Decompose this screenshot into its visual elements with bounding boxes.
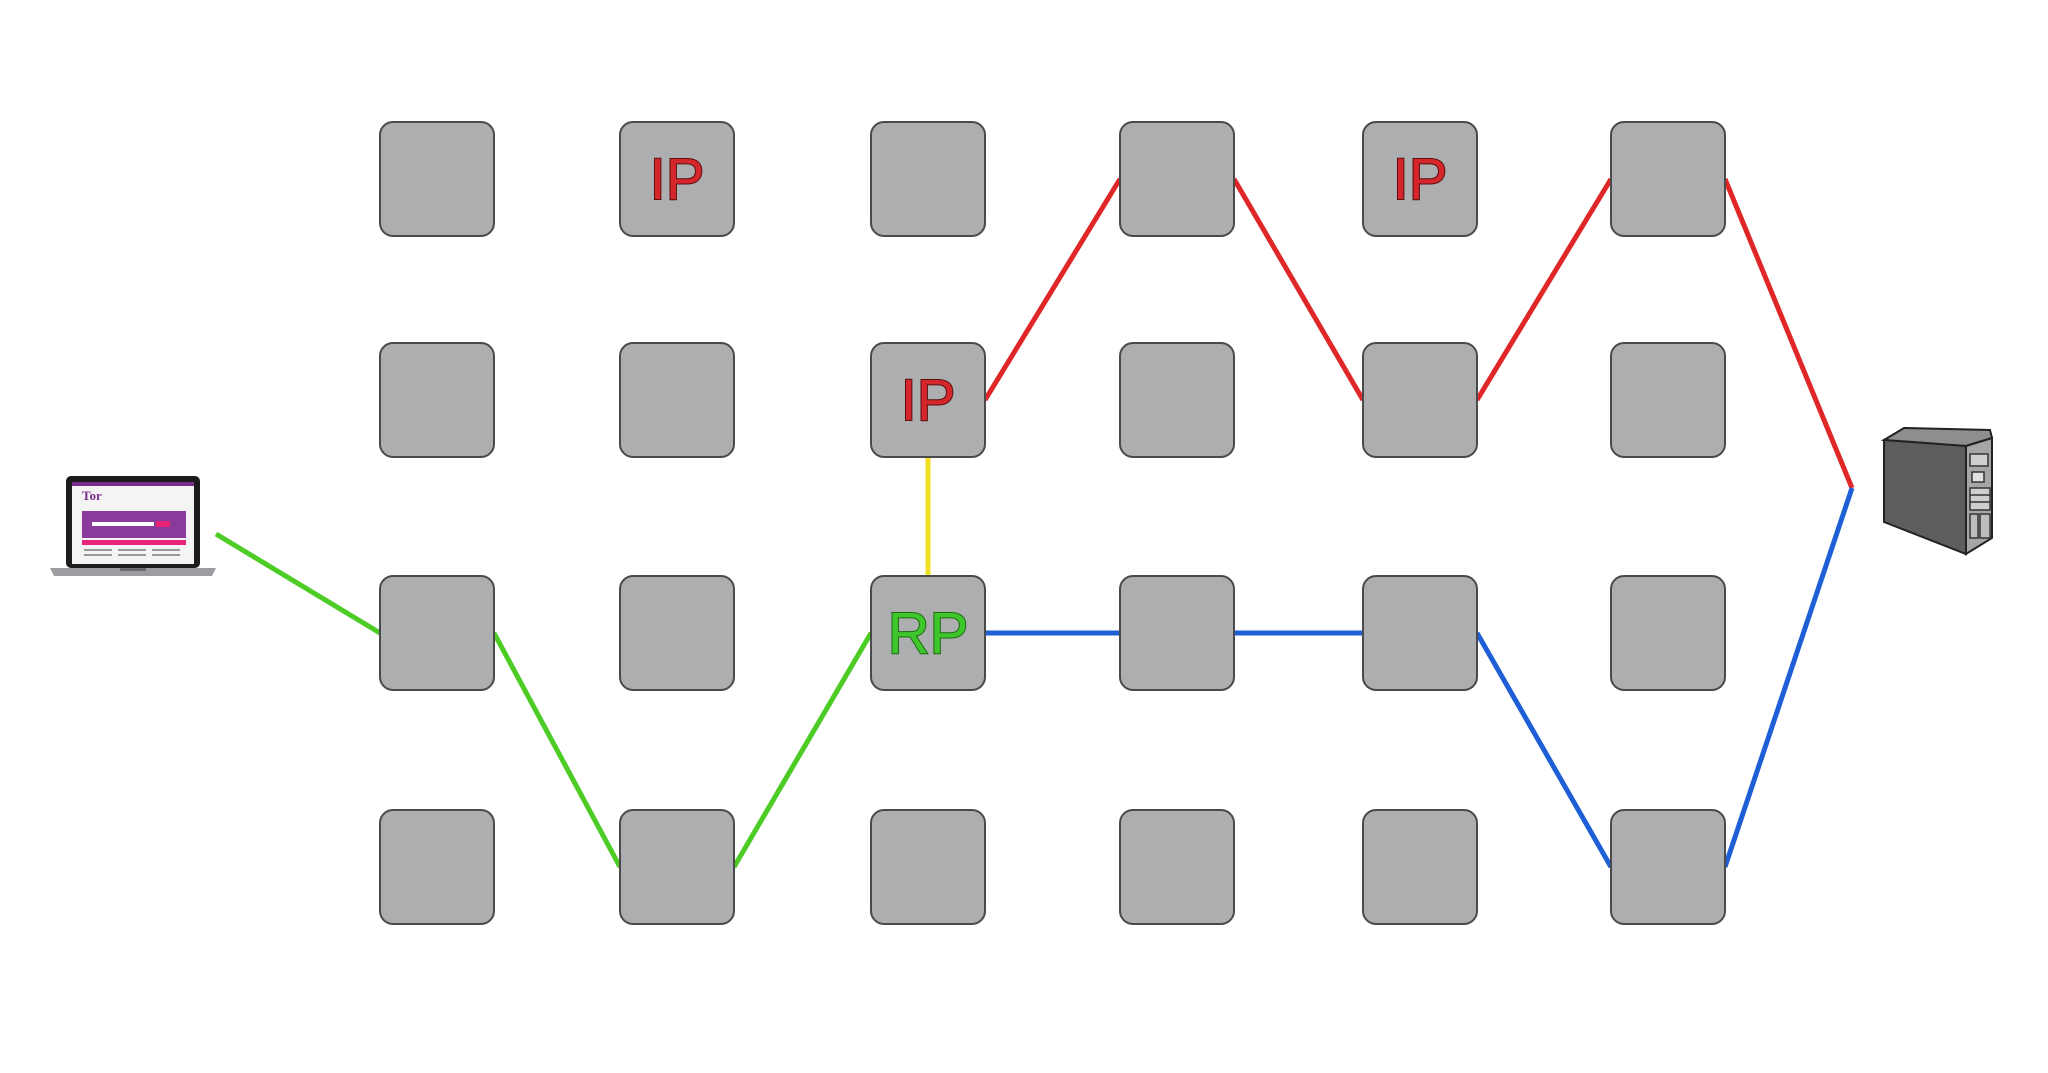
relay-node	[619, 342, 735, 458]
relay-box	[1610, 809, 1726, 925]
relay-box	[619, 809, 735, 925]
introduction-point-node: IP	[870, 342, 986, 458]
relay-node	[1119, 575, 1235, 691]
relay-node	[379, 575, 495, 691]
relay-node	[619, 575, 735, 691]
server-tower-icon	[1880, 426, 1994, 556]
service-intro-circuit-segment	[1474, 177, 1614, 402]
relay-box	[1610, 575, 1726, 691]
client-circuit-segment	[214, 531, 382, 636]
introduction-point-node: IP	[619, 121, 735, 237]
relay-node	[1362, 575, 1478, 691]
relay-node	[1119, 809, 1235, 925]
relay-box	[1362, 809, 1478, 925]
relay-node	[379, 121, 495, 237]
relay-node	[1610, 575, 1726, 691]
node-label: IP	[650, 147, 705, 212]
relay-box	[619, 342, 735, 458]
relay-box	[870, 121, 986, 237]
node-label: IP	[1393, 147, 1448, 212]
relay-box	[379, 809, 495, 925]
relay-node	[870, 809, 986, 925]
laptop-brand: Tor	[82, 488, 102, 503]
node-label: RP	[888, 601, 969, 666]
service-intro-circuit-segment	[982, 177, 1123, 402]
relay-box	[1119, 575, 1235, 691]
relay-box	[1362, 121, 1478, 237]
relay-box	[1119, 809, 1235, 925]
service-intro-circuit-segment	[1722, 178, 1855, 489]
relay-box	[870, 342, 986, 458]
relay-box	[379, 121, 495, 237]
relay-node	[1610, 342, 1726, 458]
service-intro-circuit-segment	[1231, 177, 1366, 402]
relay-box	[870, 575, 986, 691]
relay-box	[619, 121, 735, 237]
relay-box	[1362, 575, 1478, 691]
circuit-links	[214, 177, 1855, 869]
client-circuit-segment	[491, 631, 623, 869]
relay-node	[1362, 342, 1478, 458]
relay-node	[1119, 121, 1235, 237]
relay-box	[379, 575, 495, 691]
relay-node	[379, 809, 495, 925]
relay-node	[1119, 342, 1235, 458]
relay-node	[1610, 121, 1726, 237]
relay-node	[379, 342, 495, 458]
relay-box	[1119, 342, 1235, 458]
relay-box	[1362, 342, 1478, 458]
relay-node	[1610, 809, 1726, 925]
service-rendezvous-circuit-segment	[1474, 631, 1614, 869]
rendezvous-point-node: RP	[870, 575, 986, 691]
relay-box	[870, 809, 986, 925]
introduction-point-node: IP	[1362, 121, 1478, 237]
relay-box	[619, 575, 735, 691]
relay-box	[1610, 342, 1726, 458]
client-circuit-segment	[731, 631, 874, 869]
relay-node	[1362, 809, 1478, 925]
node-label: IP	[901, 368, 956, 433]
relay-box	[379, 342, 495, 458]
relay-grid: IP IP IP RP	[379, 121, 1726, 925]
relay-node	[870, 121, 986, 237]
relay-box	[1610, 121, 1726, 237]
relay-box	[1119, 121, 1235, 237]
laptop-icon: Tor	[50, 476, 216, 576]
relay-node	[619, 809, 735, 925]
service-rendezvous-circuit-segment	[1722, 487, 1855, 868]
